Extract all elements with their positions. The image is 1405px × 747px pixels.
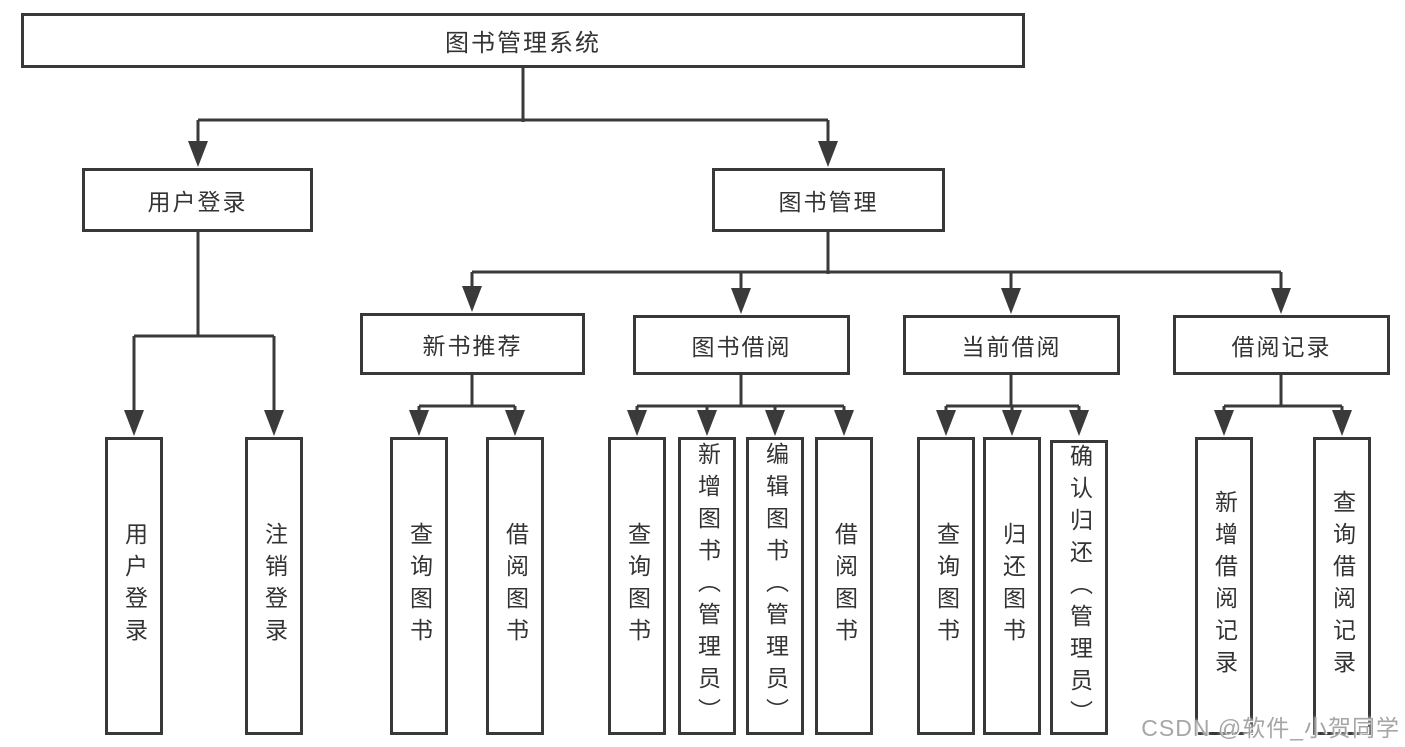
leaf-borrowing-query-books: 查询图书 [608,437,666,735]
leaf-logout: 注销登录 [245,437,303,735]
leaf-records-query-borrow-record: 查询借阅记录 [1313,437,1371,735]
node-book-borrowing: 图书借阅 [633,315,850,375]
leaf-borrowing-borrow-books: 借阅图书 [815,437,873,735]
leaf-current-query-books: 查询图书 [917,437,975,735]
leaf-borrowing-add-books-admin: 新增图书（管理员） [678,437,736,735]
leaf-records-add-borrow-record: 新增借阅记录 [1195,437,1253,735]
node-book-management: 图书管理 [712,168,945,232]
leaf-current-confirm-return-admin: 确认归还（管理员） [1050,440,1108,735]
arrowhead-icons [124,141,1352,436]
leaf-borrowing-edit-books-admin: 编辑图书（管理员） [746,437,804,735]
leaf-newbook-borrow-books: 借阅图书 [486,437,544,735]
watermark: CSDN @软件_小贺同学 [1141,715,1400,741]
node-library-system: 图书管理系统 [21,13,1025,68]
node-new-book-recommendation: 新书推荐 [360,313,585,375]
leaf-newbook-query-books: 查询图书 [390,437,448,735]
node-current-borrowing: 当前借阅 [903,315,1120,375]
node-borrowing-records: 借阅记录 [1173,315,1390,375]
leaf-current-return-books: 归还图书 [983,437,1041,735]
node-user-login: 用户登录 [82,168,313,232]
leaf-user-login: 用户登录 [105,437,163,735]
